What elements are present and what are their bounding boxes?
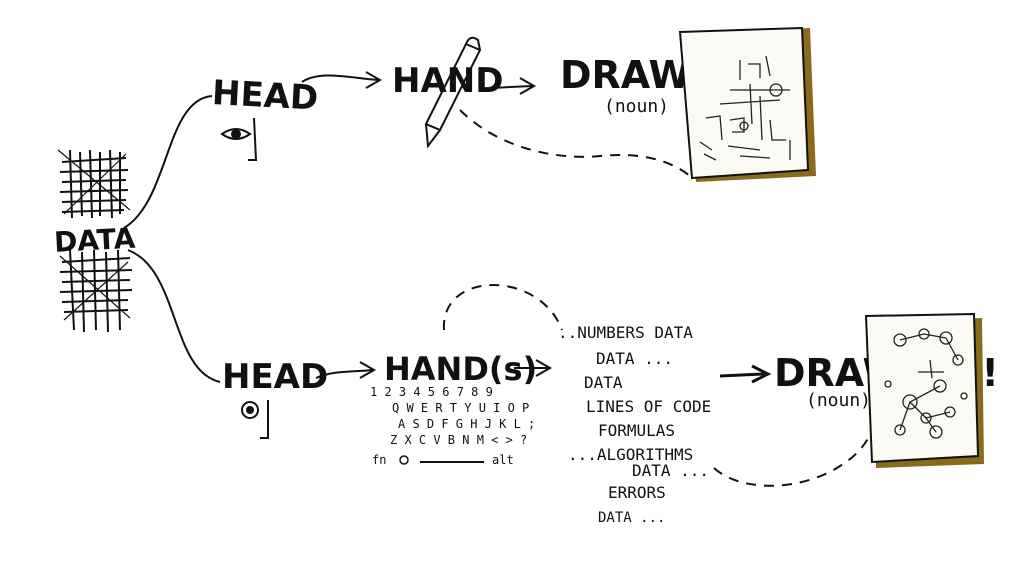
keyboard-row: Z X C V B N M < > ? [390,433,527,447]
list-item: DATA ... [596,349,673,368]
bottom-noun-label: (noun) [806,390,871,411]
keyboard-icon: 1 2 3 4 5 6 7 8 9 Q W E R T Y U I O P A … [370,385,535,467]
arrow-list-to-drawing [719,372,765,378]
dashed-arc-hands-to-list [442,284,563,331]
arrow-hand-to-drawing [489,85,533,89]
bottom-drawing-paper [864,312,984,468]
arrow-icon [751,364,772,384]
list-item: LINES OF CODE [586,397,711,416]
list-item: DATA ... [632,461,709,480]
top-head-label: HEAD [211,73,319,119]
eye-icon [241,400,269,439]
bottom-hand-label: HAND(s) [384,350,537,388]
eye-icon [220,117,258,161]
pencil-icon [424,36,482,149]
keyboard-fn: fn [372,453,386,467]
arrow-head-to-hands [315,369,373,379]
top-drawing-paper [678,26,816,182]
list-item: DATA ... [598,510,665,526]
list-item: DATA [584,373,623,392]
list-item: ERRORS [608,483,666,502]
keyboard-row: A S D F G H J K L ; [398,417,535,431]
list-item: ..NUMBERS DATA [558,323,693,342]
branch-to-bottom-head [127,249,221,383]
arrow-icon [359,361,377,379]
dashed-list-to-drawing [713,429,873,487]
power-key-icon [399,455,409,465]
data-label: DATA [53,222,136,259]
branch-to-top-head [123,95,213,229]
data-grid-bottom-icon [59,249,133,333]
arrow-head-to-hand [301,74,379,83]
dashed-pencil-to-drawing [459,109,691,177]
bottom-head-label: HEAD [222,357,328,397]
list-item: FORMULAS [598,421,675,440]
word-list: ..NUMBERS DATA DATA ... DATA LINES OF CO… [558,323,711,526]
keyboard-row: Q W E R T Y U I O P [392,401,529,415]
arrow-icon [535,359,553,377]
data-grid-top-icon [57,149,131,219]
arrow-icon [365,71,383,89]
arrow-icon [519,77,537,95]
keyboard-row: 1 2 3 4 5 6 7 8 9 [370,385,493,399]
list-item: ...ALGORITHMS [568,445,693,464]
keyboard-alt: alt [492,453,514,467]
top-noun-label: (noun) [604,96,669,117]
